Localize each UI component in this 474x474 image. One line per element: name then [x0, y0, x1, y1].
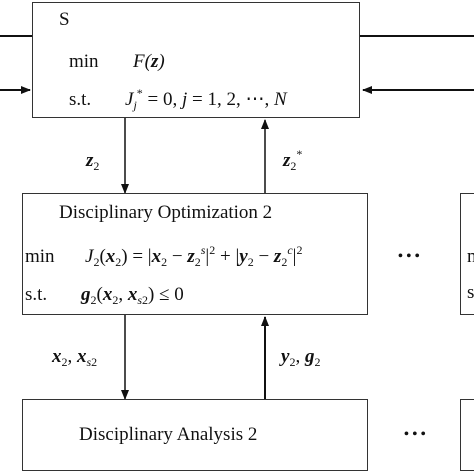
opt-objective: J2(x2) = |x2 − z2s|2 + |y2 − z2c|2 [85, 243, 303, 269]
disciplinary-optimization-box: Disciplinary Optimization 2 min J2(x2) =… [22, 193, 368, 315]
opt-title: Disciplinary Optimization 2 [59, 202, 273, 223]
cut-off-optimization-box: n s [460, 193, 474, 315]
system-title: S [59, 9, 70, 30]
disciplinary-analysis-box: Disciplinary Analysis 2 [22, 399, 368, 471]
cut-text-top: n [467, 246, 474, 267]
y2-g2-label: y2, g2 [281, 346, 321, 369]
system-constraint: Jj* = 0, j = 1, 2, ⋯, N [125, 86, 287, 112]
x2-xs2-label: x2, xs2 [52, 346, 98, 369]
system-objective: F(z) [133, 51, 165, 72]
cut-off-analysis-box [460, 399, 474, 471]
opt-constraint: g2(x2, xs2) ≤ 0 [81, 284, 184, 307]
opt-st-label: s.t. [25, 284, 48, 305]
z2star-label: z2* [283, 147, 303, 173]
ellipsis-bottom: • • • [404, 427, 426, 442]
system-st-label: s.t. [69, 89, 92, 110]
ellipsis-mid: • • • [398, 249, 420, 264]
cut-text-bottom: s [467, 282, 474, 303]
z2-label: z2 [86, 150, 100, 173]
system-min-label: min [69, 51, 99, 72]
system-optimization-box: S min F(z) s.t. Jj* = 0, j = 1, 2, ⋯, N [32, 2, 360, 118]
analysis-title: Disciplinary Analysis 2 [79, 424, 258, 445]
opt-min-label: min [25, 246, 55, 267]
